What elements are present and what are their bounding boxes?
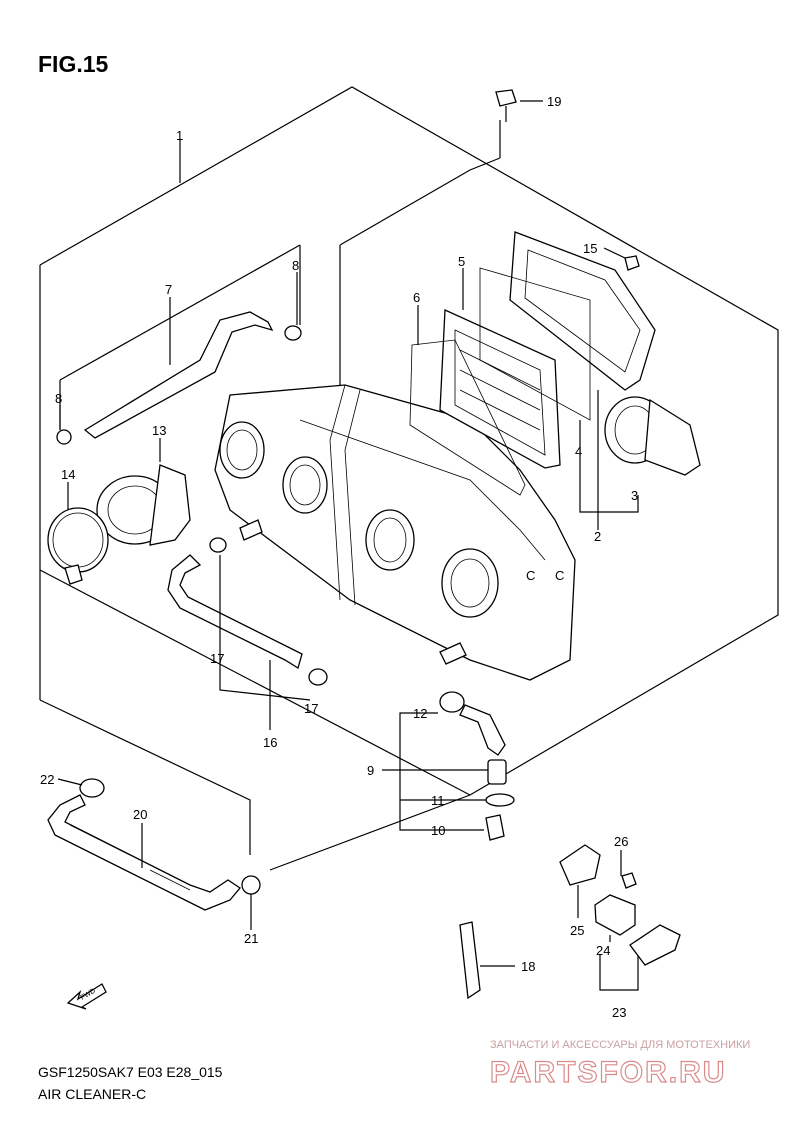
callout-22: 22 <box>40 772 54 787</box>
svg-text:C: C <box>555 568 564 583</box>
callout-26: 26 <box>614 834 628 849</box>
filter-seal <box>409 339 526 496</box>
fwd-arrow-icon: FWD <box>66 983 107 1010</box>
section-name: AIR CLEANER-C <box>38 1086 146 1102</box>
callout-14: 14 <box>61 467 75 482</box>
callout-25: 25 <box>570 923 584 938</box>
callout-18: 18 <box>521 959 535 974</box>
hose-clips <box>56 325 328 895</box>
boot-clamp <box>47 507 109 585</box>
callout-24: 24 <box>596 943 610 958</box>
callout-23: 23 <box>612 1005 626 1020</box>
fasteners <box>495 89 640 889</box>
hose-9-set <box>439 691 515 841</box>
callout-10: 10 <box>431 823 445 838</box>
callout-2: 2 <box>594 529 601 544</box>
callout-8a: 8 <box>292 258 299 273</box>
strap-18 <box>459 921 481 1000</box>
callout-1: 1 <box>176 128 183 143</box>
intake-boot <box>96 464 191 546</box>
callout-3: 3 <box>631 488 638 503</box>
intake-funnel <box>604 396 701 476</box>
callout-12: 12 <box>413 706 427 721</box>
callout-20: 20 <box>133 807 147 822</box>
leader-lines <box>57 100 639 991</box>
cleaner-lid <box>479 231 656 421</box>
callout-8b: 8 <box>55 391 62 406</box>
svg-text:C: C <box>526 568 535 583</box>
connector-23 <box>629 924 681 966</box>
callout-17a: 17 <box>210 651 224 666</box>
breather-hose-7 <box>83 311 274 439</box>
watermark-tagline: ЗАПЧАСТИ И АКСЕССУАРЫ ДЛЯ МОТОТЕХНИКИ <box>490 1039 750 1051</box>
holder-24 <box>594 894 636 936</box>
callout-17b: 17 <box>304 701 318 716</box>
callout-6: 6 <box>413 290 420 305</box>
filter-element <box>439 309 561 469</box>
callout-5: 5 <box>458 254 465 269</box>
callout-11: 11 <box>431 793 445 808</box>
callout-7: 7 <box>165 282 172 297</box>
callout-15: 15 <box>583 241 597 256</box>
assembly-outline <box>39 86 779 871</box>
model-code: GSF1250SAK7 E03 E28_015 <box>38 1064 223 1080</box>
callout-13: 13 <box>152 423 166 438</box>
callout-labels: 1 2 3 4 5 6 7 8 8 9 10 11 12 13 14 15 16… <box>40 94 638 1020</box>
callout-16: 16 <box>263 735 277 750</box>
callout-21: 21 <box>244 931 258 946</box>
drain-hose-20 <box>47 794 241 911</box>
drain-hose-16 <box>167 554 303 670</box>
callout-4: 4 <box>575 444 582 459</box>
figure-title: FIG.15 <box>38 51 109 77</box>
watermark-brand: PARTSFOR.RU <box>490 1056 726 1089</box>
bracket-25 <box>559 844 601 886</box>
callout-9: 9 <box>367 763 374 778</box>
callout-19: 19 <box>547 94 561 109</box>
